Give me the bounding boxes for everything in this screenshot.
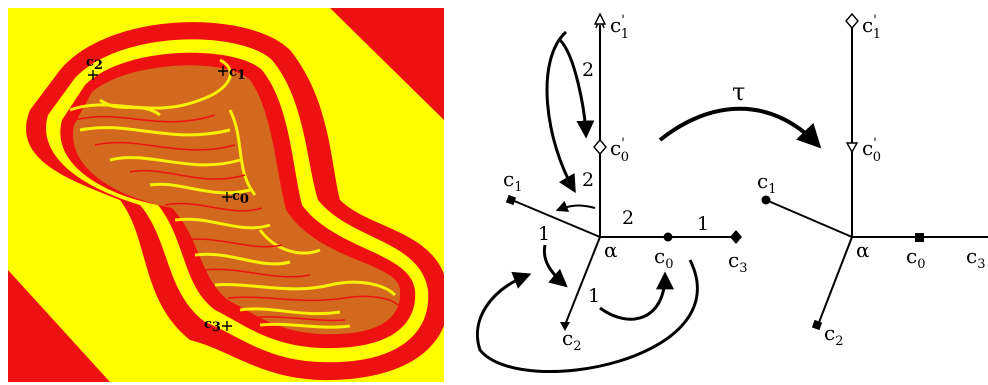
tau-label: τ — [732, 78, 745, 106]
vertex-c3 — [730, 230, 742, 244]
label-c3: c3 — [728, 248, 747, 276]
label-c0-prime: c'0 — [610, 136, 629, 165]
label-c0: c0 — [654, 244, 673, 272]
r-label-c1: c1 — [757, 169, 776, 197]
edge-label-right: 1 — [697, 213, 709, 235]
r-edge-alpha-c2 — [818, 237, 852, 325]
vertex-c0 — [664, 233, 673, 242]
r-vertex-c0-prime — [847, 143, 857, 152]
r-vertex-c2 — [812, 320, 822, 330]
edge-alpha-c2 — [565, 237, 600, 325]
tau-map: τ — [660, 78, 818, 145]
edge-label-right-diag: 2 — [622, 207, 634, 229]
left-tree-vertices — [506, 14, 742, 331]
r-vertex-c0 — [915, 233, 924, 242]
edge-label-upper: 2 — [582, 59, 594, 81]
label-alpha: α — [604, 238, 618, 262]
vertex-c1 — [506, 195, 516, 205]
arrow-lower-loop — [600, 275, 665, 319]
r-label-c3: c3 — [966, 244, 985, 272]
r-label-c0-prime: c'0 — [862, 136, 881, 165]
vertex-c0-prime — [594, 140, 606, 154]
r-label-c0: c0 — [906, 244, 925, 272]
arrow-loop-return — [560, 40, 586, 135]
edge-label-lower: 1 — [588, 285, 600, 307]
r-vertex-c1-prime-top — [846, 14, 858, 28]
vertex-c1-prime-top — [595, 14, 605, 24]
r-label-c2: c2 — [824, 321, 843, 349]
r-label-alpha: α — [856, 238, 870, 262]
label-c1: c1 — [503, 167, 522, 195]
arrow-left-down — [544, 245, 565, 285]
edge-label-left: 1 — [538, 223, 550, 245]
arrow-to-c1-edge — [558, 206, 595, 210]
left-tree-labels: c'1 c'0 c1 α c0 c3 c2 2 2 2 1 1 1 — [503, 13, 747, 354]
right-tree — [766, 25, 988, 325]
tau-arrow — [660, 109, 818, 145]
julia-set-image: c2 c1 c0 c3 — [8, 8, 449, 382]
right-tree-vertices — [762, 14, 925, 330]
r-edge-alpha-c1 — [766, 200, 852, 237]
r-label-c1-prime-top: c'1 — [862, 13, 881, 42]
label-c1-prime-top: c'1 — [610, 13, 629, 42]
left-tree — [512, 18, 736, 325]
edge-label-middle: 2 — [582, 169, 594, 191]
right-tree-labels: c'1 c'0 c1 α c0 c3 c2 — [757, 13, 985, 349]
label-c2: c2 — [562, 326, 581, 354]
